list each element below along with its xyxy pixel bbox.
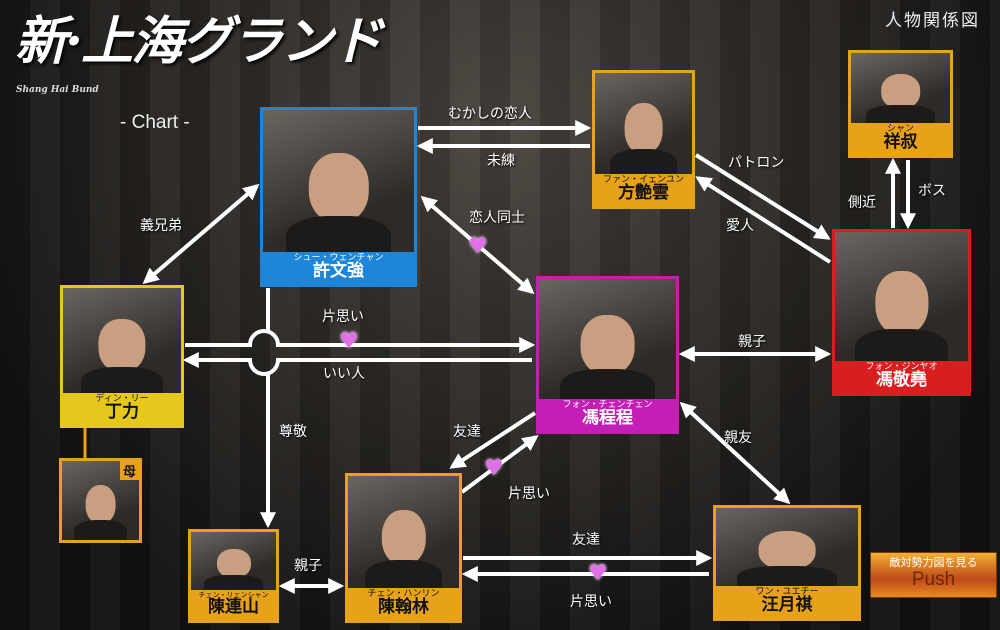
- label-boss: ボス: [918, 183, 946, 199]
- name-kanji: 祥叔: [883, 132, 918, 153]
- card-wang-yueqi[interactable]: ワン・ユエチー汪月祺: [713, 505, 861, 621]
- name-kanji: 方艶雲: [618, 183, 669, 204]
- card-chen-hanlin[interactable]: チェン・ハンリン陳翰林: [345, 473, 462, 623]
- photo-chen-hanlin: [348, 476, 459, 588]
- label-parent-child-feng: 親子: [738, 334, 766, 350]
- label-aide: 側近: [848, 195, 876, 211]
- show-title-en: Shang Hai Bund: [16, 85, 99, 95]
- name-kana: チェン・ハンリン: [367, 588, 440, 599]
- label-best-friend: 親友: [724, 430, 752, 446]
- name-kanji: 丁力: [105, 402, 139, 423]
- name-kanji: 馮敬堯: [876, 370, 927, 391]
- corner-label: 人物関係図: [885, 11, 980, 31]
- arrow-lovers: [420, 195, 535, 295]
- name-kana: シュー・ウェンチャン: [293, 252, 384, 263]
- label-unrequited-wang: 片思い: [570, 594, 612, 610]
- card-feng-jingyao[interactable]: フォン・ジンヤオ馮敬堯: [832, 229, 971, 396]
- heart-icon: ♥: [588, 561, 608, 586]
- photo-mother: 母: [62, 461, 139, 540]
- name-kanji: 許文強: [313, 261, 364, 282]
- push-button-text: 敵対勢力図を見る: [889, 556, 978, 569]
- label-old-lover: むかしの恋人: [448, 106, 532, 122]
- name-kanji: 汪月祺: [761, 595, 813, 616]
- card-fang-yanyun[interactable]: ファン・イェンユン方艶雲: [592, 70, 695, 209]
- arrow-unrequited: [185, 329, 536, 353]
- card-ding-li[interactable]: ディン・リー丁力: [60, 285, 184, 428]
- mother-tag: 母: [119, 461, 139, 480]
- name-kana: フォン・ジンヤオ: [865, 361, 938, 372]
- card-chen-lianshan[interactable]: チェン・リェンシャン陳連山: [188, 529, 279, 623]
- card-xiang-shu[interactable]: シャン祥叔: [848, 50, 953, 158]
- name-kana: フォン・チェンチェン: [562, 399, 653, 410]
- arrow-patron: [694, 153, 831, 240]
- label-lingering: 未練: [487, 153, 515, 169]
- photo-ding: [63, 288, 181, 393]
- card-mother[interactable]: 母: [59, 458, 142, 543]
- arrow-unrequited2: [460, 435, 539, 494]
- arrow-friend1: [449, 411, 537, 469]
- arrow-sworn: [142, 183, 260, 285]
- push-button-label: Push: [911, 569, 956, 590]
- label-friend-wang: 友達: [572, 532, 600, 548]
- label-parent-child-chen: 親子: [294, 558, 322, 574]
- label-respect: 尊敬: [279, 424, 307, 440]
- show-title: 新·上海グランド: [15, 11, 383, 72]
- name-kana: チェン・リェンシャン: [198, 590, 269, 599]
- heart-icon: ♥: [339, 329, 359, 354]
- chart-subtitle: - Chart -: [120, 112, 190, 133]
- label-unrequited-hanlin: 片思い: [508, 486, 550, 502]
- name-kanji: 陳翰林: [378, 597, 429, 618]
- name-kanji: 馮程程: [582, 408, 633, 429]
- label-lovers: 恋人同士: [469, 210, 525, 226]
- name-kana: ワン・ユエチー: [755, 586, 819, 597]
- arrow-good-person: [182, 352, 532, 376]
- photo-chen-lianshan: [191, 532, 276, 590]
- photo-fang: [595, 73, 692, 174]
- photo-xu: [263, 110, 414, 252]
- card-xu-wenqiang[interactable]: シュー・ウェンチャン許文強: [260, 107, 417, 287]
- name-kanji: 陳連山: [208, 597, 259, 618]
- name-kana: シャン: [886, 123, 914, 134]
- arrow-best-friend: [679, 401, 791, 505]
- name-kana: ファン・イェンユン: [602, 174, 684, 185]
- label-lover: 愛人: [726, 218, 754, 234]
- label-patron: パトロン: [728, 155, 785, 171]
- label-good-person: いい人: [323, 366, 365, 382]
- photo-feng-jingyao: [835, 232, 968, 361]
- label-friend-cheng: 友達: [453, 424, 481, 440]
- label-unrequited-ding: 片思い: [322, 309, 364, 325]
- label-sworn-brothers: 義兄弟: [140, 218, 182, 234]
- name-kana: ディン・リー: [95, 393, 149, 404]
- photo-feng-chengcheng: [539, 279, 676, 399]
- photo-xiang: [851, 53, 950, 123]
- heart-icon: ♥: [484, 456, 504, 481]
- arrow-lover: [695, 176, 832, 264]
- view-rival-chart-button[interactable]: 敵対勢力図を見る Push: [870, 552, 997, 598]
- card-feng-chengcheng[interactable]: フォン・チェンチェン馮程程: [536, 276, 679, 434]
- heart-icon: ♥: [468, 234, 488, 259]
- photo-wang: [716, 508, 858, 586]
